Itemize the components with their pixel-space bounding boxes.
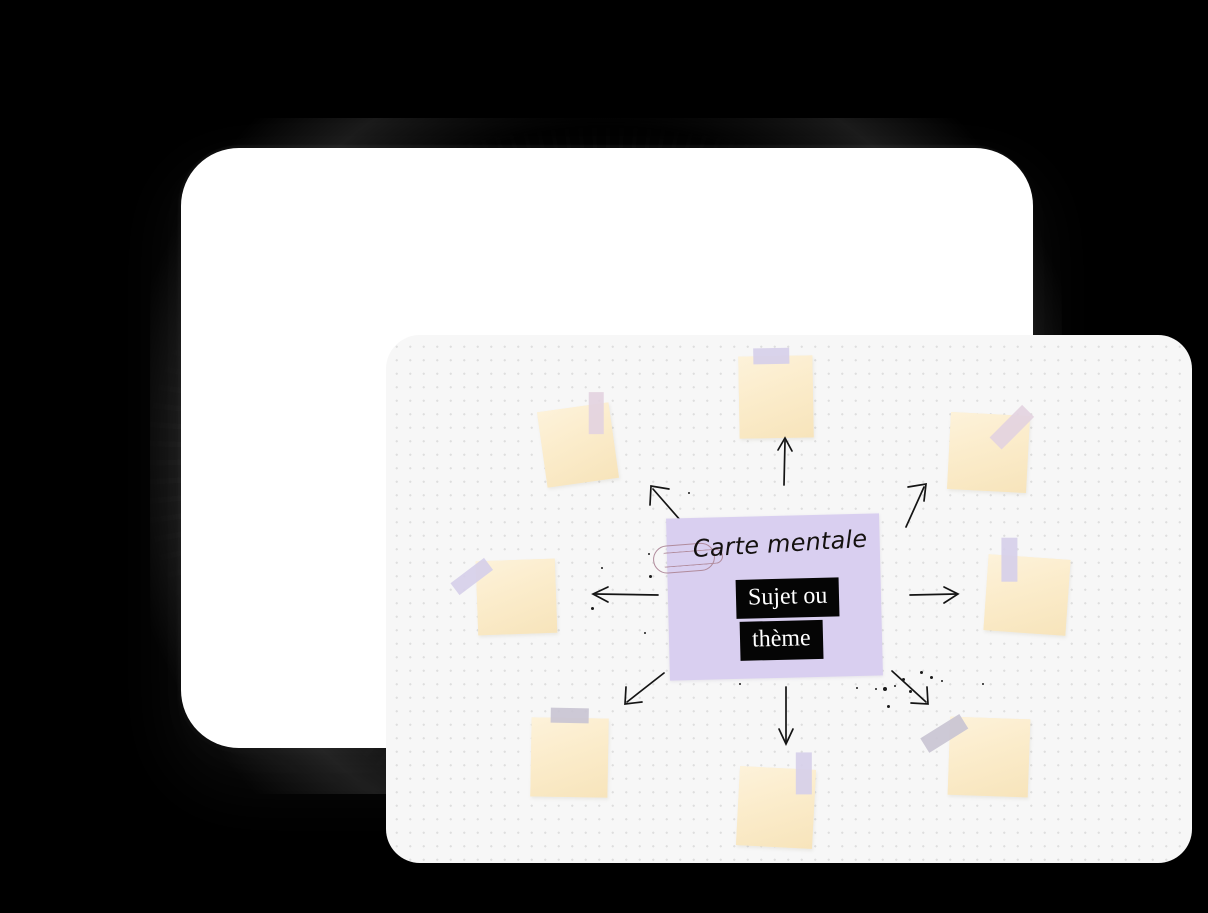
sticky-note-left[interactable] [450, 557, 558, 636]
sticky-note-bottom-right[interactable] [920, 714, 1031, 798]
highlight-theme: thème [739, 619, 824, 662]
arrow-left [591, 586, 659, 603]
arrow-down-right [891, 670, 929, 705]
tape-top [753, 347, 790, 365]
sticky-note-top[interactable] [738, 347, 814, 439]
mindmap-canvas[interactable]: Carte mentale Sujet ou thème [386, 335, 1192, 863]
tape-top-right [989, 404, 1035, 450]
tape-left [450, 557, 494, 596]
paperclip-icon [652, 541, 717, 575]
arrow-up [777, 436, 793, 486]
tape-bottom-right [920, 714, 969, 753]
sticky-note-top-right[interactable] [947, 404, 1035, 494]
arrow-up-right [905, 482, 927, 528]
sticky-note-bottom-left[interactable] [530, 707, 609, 798]
tape-right [1001, 537, 1018, 582]
device-frame: Carte mentale Sujet ou thème [181, 148, 1192, 863]
sticky-note-top-left[interactable] [537, 392, 619, 488]
sticky-note-right[interactable] [983, 537, 1071, 636]
card-title: Carte mentale [692, 524, 869, 564]
center-card[interactable]: Carte mentale Sujet ou thème [652, 513, 883, 681]
tape-bottom [795, 752, 812, 795]
highlight-subject: Sujet ou [735, 577, 840, 620]
tape-top-left [588, 392, 604, 435]
arrow-right [909, 586, 960, 604]
tape-bottom-left [550, 707, 589, 724]
sticky-note-bottom[interactable] [735, 752, 817, 849]
arrow-down-left [624, 672, 665, 705]
arrow-down [778, 686, 794, 747]
